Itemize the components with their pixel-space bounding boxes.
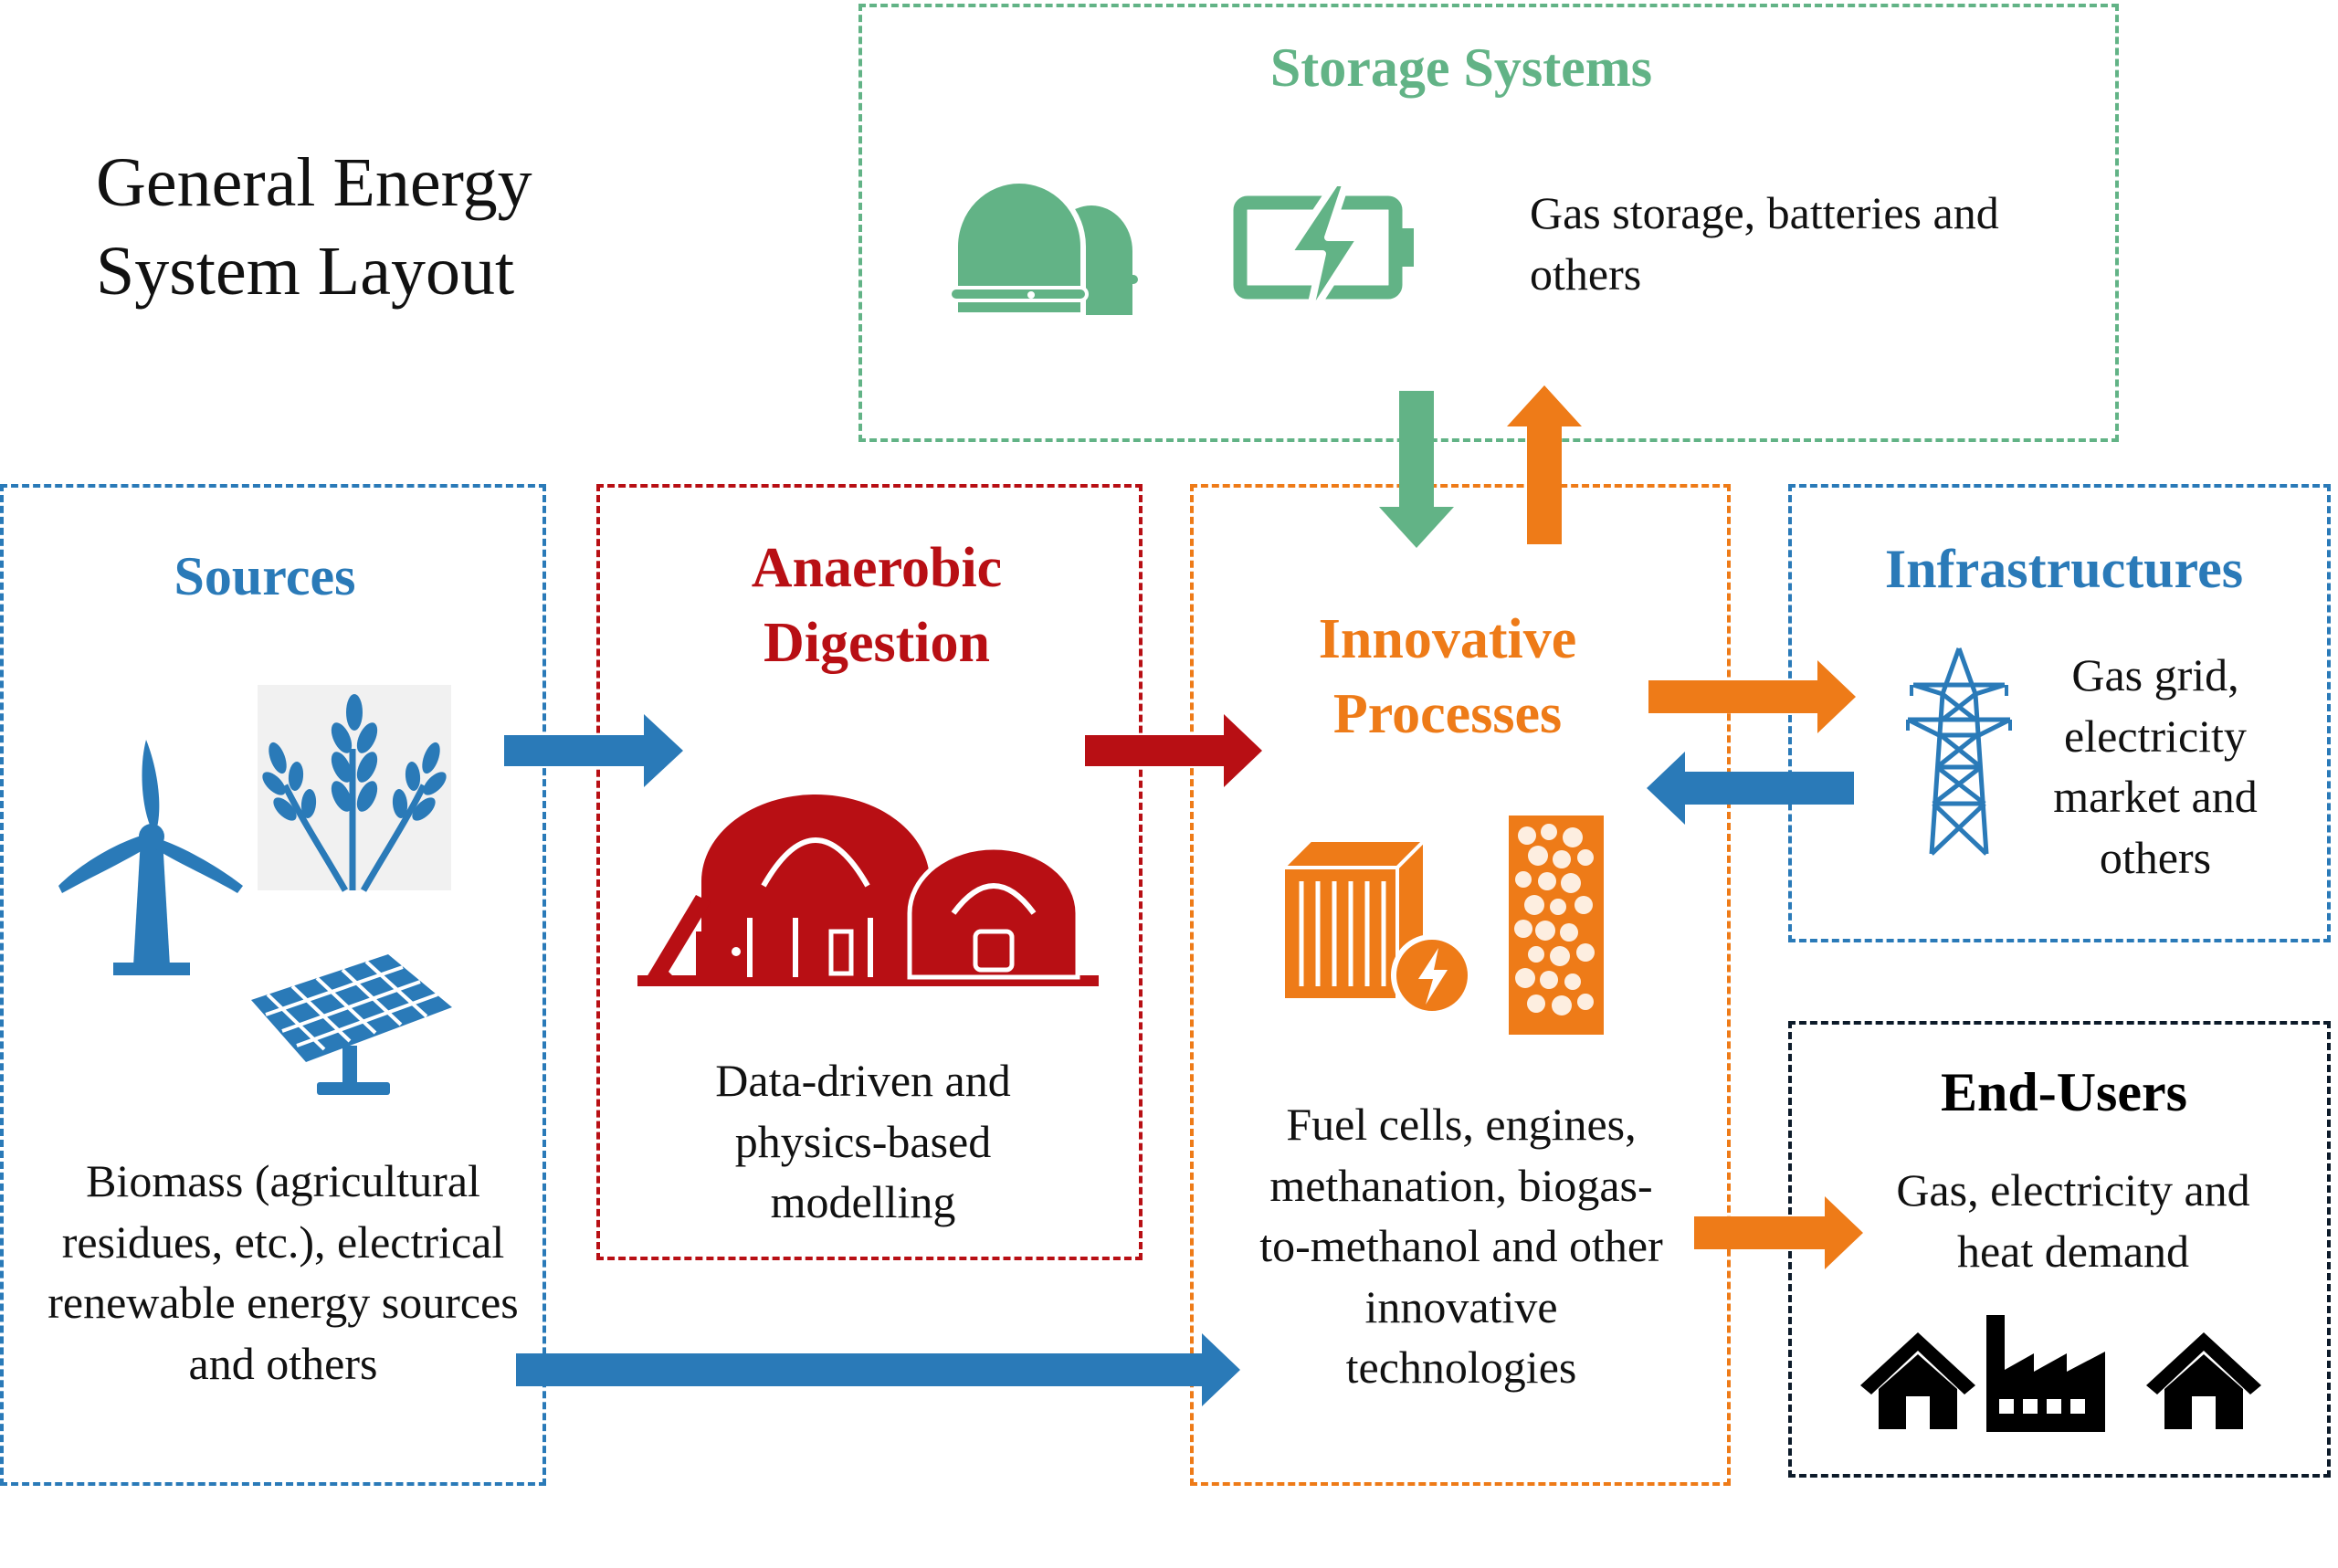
arrow-sources-to-anaerobic [504,714,683,787]
wind-turbine-icon [58,740,243,975]
storage-systems-description: Gas storage, batteries and others [1530,187,1999,300]
sources-box [0,484,546,1486]
arrow-storage-to-innovative [1379,391,1454,548]
anaerobic-digestion-title: Anaerobic Digestion [751,537,1003,674]
arrow-innovative-to-storage [1507,385,1582,544]
diagram-title: General Energy System Layout [96,144,532,310]
wheat-icon [258,685,451,892]
transmission-tower-icon [1906,647,2012,856]
innovative-processes-description: Fuel cells, engines, methanation, biogas… [1259,1099,1663,1393]
end-users-description: Gas, electricity and heat demand [1896,1164,2250,1277]
infrastructures-description: Gas grid, electricity market and others [2053,649,2258,883]
fuel-cell-icon [1279,836,1473,1016]
house-icon [1860,1332,1975,1429]
innovative-processes-title: Innovative Processes [1318,608,1577,745]
arrow-sources-to-innovative [516,1333,1240,1406]
catalyst-bed-icon [1509,816,1604,1035]
infrastructures-title: Infrastructures [1884,539,2244,599]
end-users-title: End-Users [1940,1062,2188,1122]
battery-charging-icon [1233,179,1414,323]
biogas-digester-icon [637,795,1099,986]
sources-title: Sources [174,546,356,606]
arrow-innovative-to-end-users [1694,1196,1863,1269]
factory-icon [1986,1315,2105,1432]
house-icon [2146,1332,2261,1429]
arrow-anaerobic-to-innovative [1085,714,1262,787]
anaerobic-digestion-box [596,484,1143,1260]
anaerobic-digestion-description: Data-driven and physics-based modelling [715,1055,1011,1227]
sources-description: Biomass (agricultural residues, etc.), e… [47,1155,519,1389]
storage-systems-box [858,4,2119,442]
arrow-innovative-to-infrastructures [1648,660,1856,733]
solar-panel-icon [251,954,452,1095]
storage-systems-title: Storage Systems [1269,37,1653,98]
arrow-infrastructures-to-innovative [1647,752,1854,825]
innovative-processes-box [1190,484,1731,1486]
gas-storage-dome-icon [948,178,1138,318]
